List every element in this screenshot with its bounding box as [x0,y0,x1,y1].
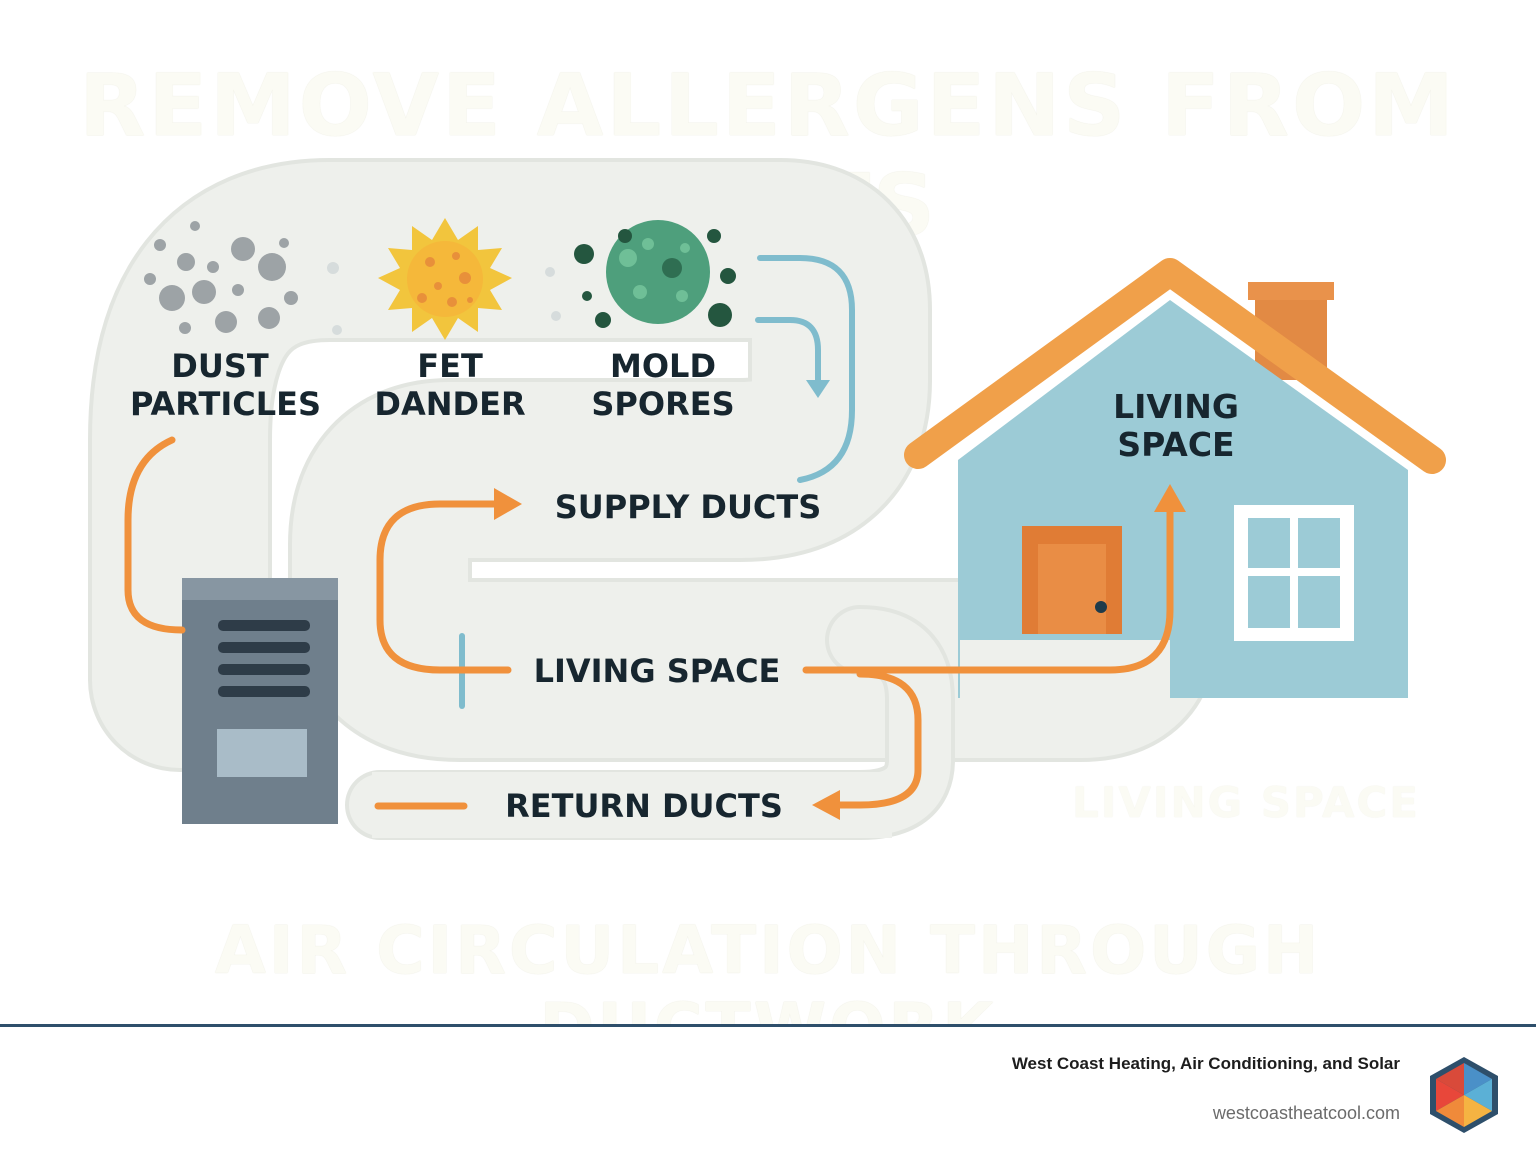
supply-ducts-label: SUPPLY DUCTS [554,488,822,526]
pet-dander-icon [378,218,561,340]
allergen-label-line: SPORES [591,385,735,423]
allergen-label-line: DANDER [374,385,526,423]
door-knob [1095,601,1107,613]
house-living-space-label: LIVING SPACE [1096,388,1256,464]
return-ducts-label: RETURN DUCTS [505,787,783,825]
blue-flow-arrows [459,255,855,709]
diagram: REMOVE ALLERGENS FROM DUCTS [79,56,1454,1066]
house [904,258,1446,698]
company-logo-icon [1430,1057,1498,1133]
house-label-line: SPACE [1117,425,1235,464]
allergen-label-mold: MOLD SPORES [583,347,743,423]
company-url[interactable]: westcoastheatcool.com [1212,1103,1400,1123]
company-name: West Coast Heating, Air Conditioning, an… [1011,1054,1400,1073]
allergen-label-line: FET [417,347,483,385]
allergen-label-line: DUST [171,347,269,385]
allergen-label-dander: FET DANDER [370,347,530,423]
living-space-duct-label: LIVING SPACE [533,652,781,690]
footer: West Coast Heating, Air Conditioning, an… [0,1024,1536,1157]
faint-living-space-label: LIVING SPACE [1072,778,1420,827]
allergen-label-line: PARTICLES [130,385,321,423]
ductwork-graphic [88,158,1446,840]
hvac-unit [182,578,338,824]
mold-spores-icon [574,220,736,328]
house-label-line: LIVING [1113,387,1239,426]
dust-particles-icon [144,221,342,335]
orange-flow-arrows [124,436,1186,820]
allergen-label-line: MOLD [610,347,716,385]
roof [904,258,1446,474]
allergen-label-dust: DUST PARTICLES [130,347,321,423]
